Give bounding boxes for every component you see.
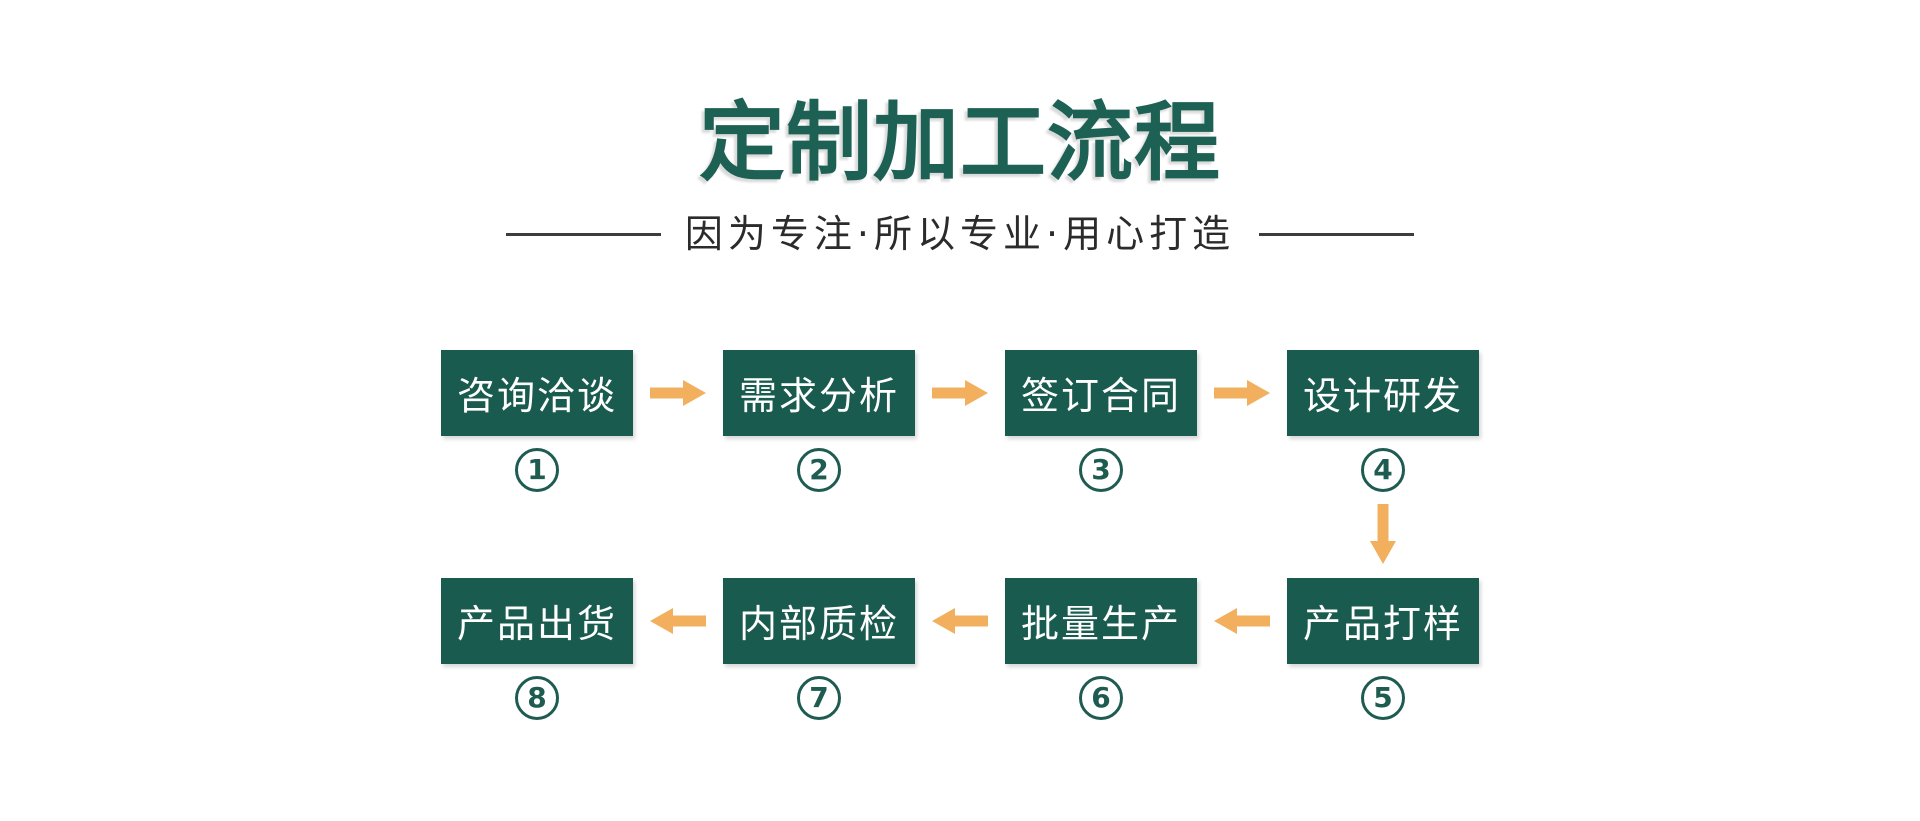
flow-row-top: 咨询洽谈 需求分析 签订合同 设计研发 [441, 349, 1479, 436]
left-rule-line [505, 233, 661, 237]
step-label: 批量生产 [1020, 602, 1181, 647]
step-number-badge: 4 [1361, 447, 1405, 492]
arrow-cell [633, 607, 723, 634]
step-box-design: 设计研发 [1287, 349, 1479, 436]
step-number-badge: 1 [515, 447, 559, 492]
step-number-badge: 5 [1361, 675, 1405, 720]
number-row-bottom: 8 7 6 5 [441, 675, 1479, 720]
step-box-requirements: 需求分析 [723, 349, 915, 436]
step-label: 设计研发 [1302, 374, 1463, 419]
header: 定制加工流程 因为专注·所以专业·用心打造 [0, 0, 1920, 256]
arrow-right-icon [932, 379, 988, 406]
arrow-right-icon [1214, 379, 1270, 406]
arrow-left-icon [932, 607, 988, 634]
step-number-badge: 3 [1079, 447, 1123, 492]
step-box-shipping: 产品出货 [441, 577, 633, 664]
number-cell: 4 [1287, 447, 1479, 492]
subtitle-text: 因为专注·所以专业·用心打造 [684, 212, 1236, 256]
right-rule-line [1259, 233, 1415, 237]
number-row-top: 1 2 3 4 [441, 447, 1479, 492]
number-cell: 1 [441, 447, 633, 492]
step-number-badge: 2 [797, 447, 841, 492]
step-label: 咨询洽谈 [456, 374, 617, 419]
step-label: 产品出货 [456, 602, 617, 647]
step-box-quality-check: 内部质检 [723, 577, 915, 664]
step-number-badge: 6 [1079, 675, 1123, 720]
step-label: 产品打样 [1302, 602, 1463, 647]
number-cell: 8 [441, 675, 633, 720]
arrow-cell [633, 379, 723, 406]
subtitle-row: 因为专注·所以专业·用心打造 [0, 212, 1920, 256]
arrow-cell [915, 379, 1005, 406]
step-box-mass-production: 批量生产 [1005, 577, 1197, 664]
step-number-badge: 7 [797, 675, 841, 720]
arrow-left-icon [1214, 607, 1270, 634]
number-cell: 2 [723, 447, 915, 492]
step-box-sampling: 产品打样 [1287, 577, 1479, 664]
process-flow: 咨询洽谈 需求分析 签订合同 设计研发 1 [441, 349, 1479, 720]
page-title: 定制加工流程 [699, 93, 1221, 193]
step-label: 需求分析 [738, 374, 899, 419]
step-label: 内部质检 [738, 602, 899, 647]
arrow-cell [1197, 607, 1287, 634]
step-number-badge: 8 [515, 675, 559, 720]
connector-row [441, 492, 1479, 578]
number-cell: 3 [1005, 447, 1197, 492]
number-cell: 6 [1005, 675, 1197, 720]
number-cell: 5 [1287, 675, 1479, 720]
arrow-down-icon [1370, 503, 1396, 564]
number-cell: 7 [723, 675, 915, 720]
step-box-inquiry: 咨询洽谈 [441, 349, 633, 436]
step-box-contract: 签订合同 [1005, 349, 1197, 436]
step-label: 签订合同 [1020, 374, 1181, 419]
flow-row-bottom: 产品出货 内部质检 批量生产 产品打样 [441, 577, 1479, 664]
arrow-left-icon [650, 607, 706, 634]
arrow-cell [1197, 379, 1287, 406]
arrow-right-icon [650, 379, 706, 406]
arrow-cell [915, 607, 1005, 634]
